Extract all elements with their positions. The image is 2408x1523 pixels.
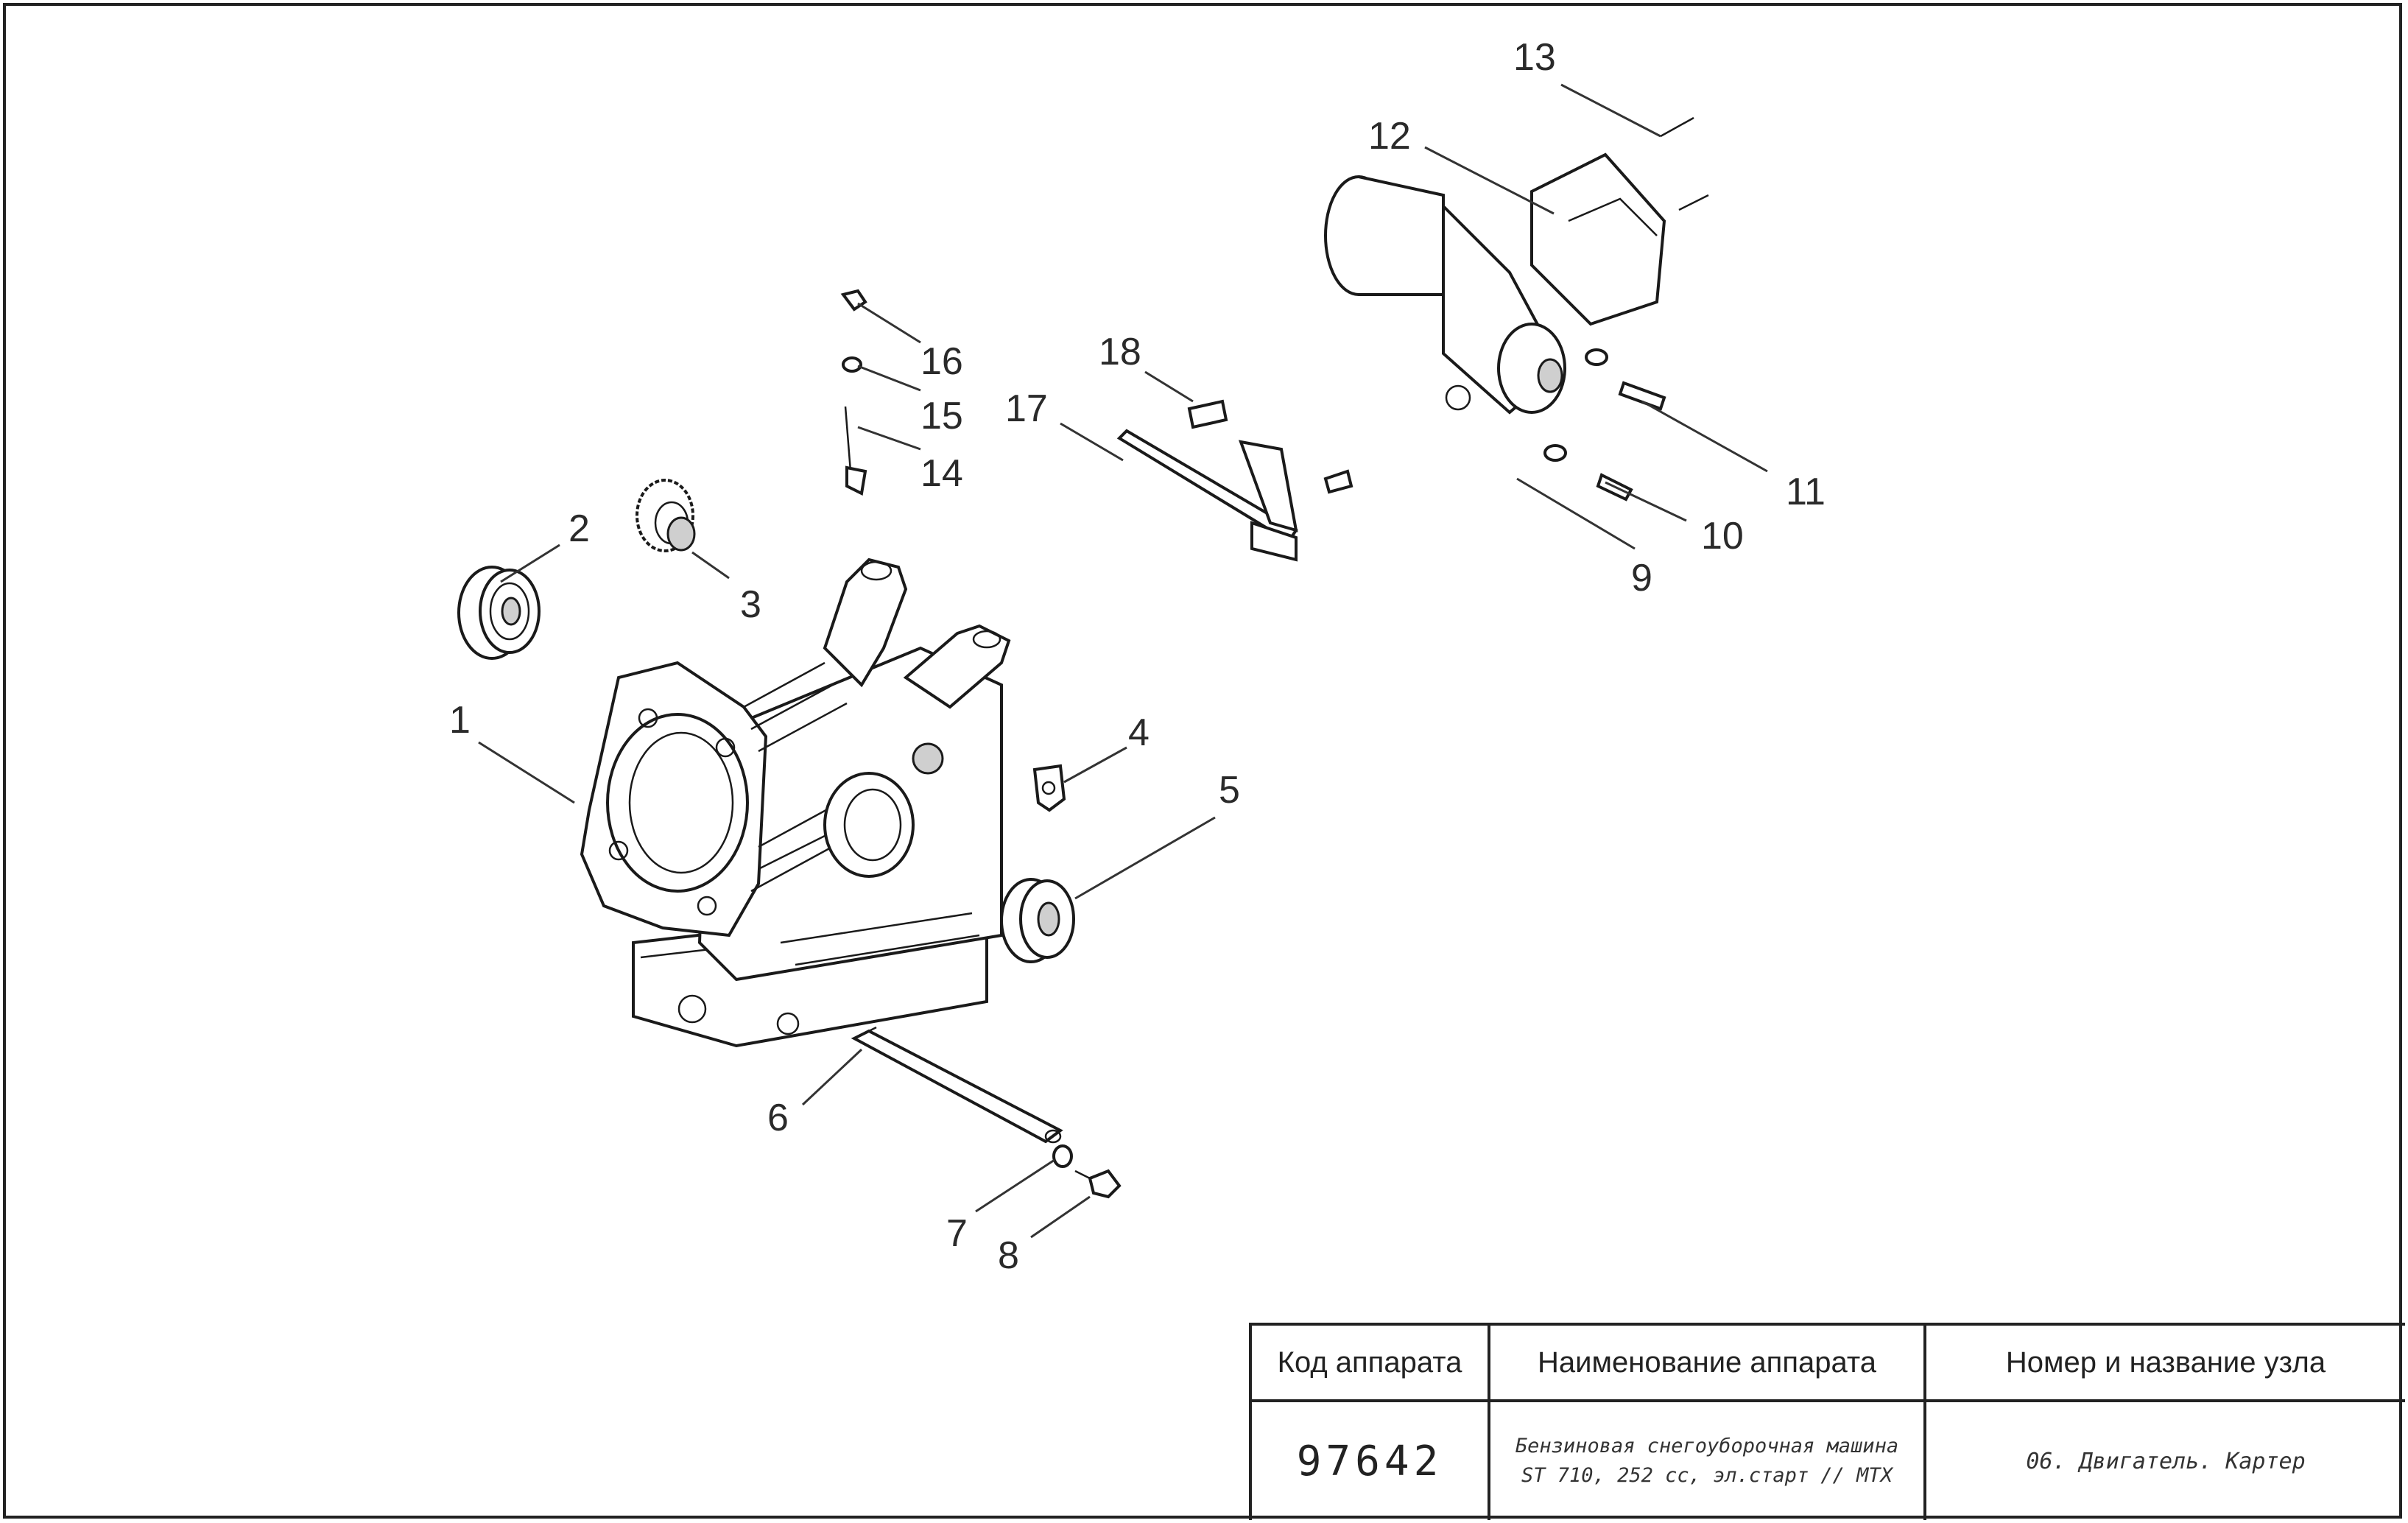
device-name-value: Бензиновая снегоуборочная машина ST 710,… (1490, 1402, 1926, 1520)
choke-rod-part (844, 406, 867, 496)
device-code-value: 97642 (1252, 1402, 1490, 1520)
callout-7: 7 (946, 1212, 968, 1255)
callout-18: 18 (1099, 331, 1141, 373)
callout-3: 3 (740, 583, 761, 626)
callout-4: 4 (1128, 711, 1150, 754)
drawing-frame (3, 3, 2402, 1519)
header-unit-name: Номер и название узла (1926, 1326, 2405, 1402)
callout-12: 12 (1368, 115, 1411, 158)
callout-15: 15 (920, 395, 963, 437)
gear-part (636, 479, 696, 552)
crankcase-part (580, 558, 1011, 1048)
bracket-small-part (1032, 764, 1066, 812)
bracket-plate-part (1116, 429, 1298, 562)
callout-1: 1 (449, 699, 471, 742)
device-name-line2: ST 710, 252 cc, эл.старт // MTX (1521, 1464, 1893, 1487)
starter-motor-part (1324, 152, 1666, 415)
header-device-name: Наименование аппарата (1490, 1326, 1926, 1402)
callout-13: 13 (1513, 36, 1556, 79)
oil-seal-part (1000, 878, 1075, 963)
title-block: Код аппарата Наименование аппарата Номер… (1249, 1323, 2405, 1520)
unit-name-value: 06. Двигатель. Картер (2026, 1448, 2306, 1474)
device-name-line1: Бензиновая снегоуборочная машина (1515, 1435, 1899, 1457)
bolt-18-part (1187, 399, 1353, 494)
bearing-part (457, 566, 541, 660)
callout-2: 2 (568, 507, 590, 550)
callout-6: 6 (767, 1097, 789, 1139)
callout-8: 8 (998, 1234, 1019, 1277)
callout-16: 16 (920, 340, 963, 383)
small-washer-part (842, 356, 862, 373)
washer-part (1052, 1144, 1073, 1168)
bolt-part (1074, 1169, 1122, 1199)
starter-bolts-part (1543, 116, 1709, 502)
callout-numbers: 1 2 3 4 5 6 7 8 9 10 11 12 13 14 15 16 1… (449, 36, 1826, 1277)
callout-5: 5 (1219, 769, 1240, 812)
callout-10: 10 (1701, 515, 1744, 558)
callout-17: 17 (1005, 387, 1048, 430)
callout-9: 9 (1631, 557, 1652, 599)
callout-11: 11 (1786, 471, 1826, 513)
callout-14: 14 (920, 452, 963, 495)
leader-lines (478, 83, 1768, 1239)
header-device-code: Код аппарата (1252, 1326, 1490, 1402)
shaft-part (851, 1026, 1063, 1144)
